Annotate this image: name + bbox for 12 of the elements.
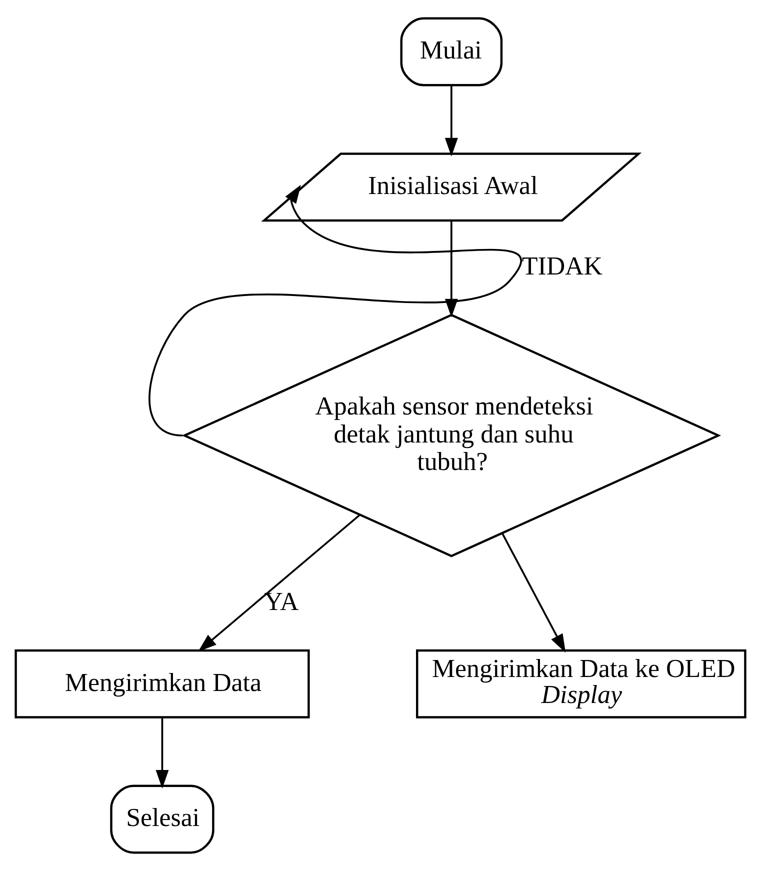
node-box: Mengirimkan Data [14,648,310,718]
node-box: Mulai [400,16,503,86]
node-box: Mengirimkan Data ke OLED Display [416,648,746,718]
arrow [198,514,360,652]
edge-label: TIDAK [522,251,603,280]
arrow [156,717,169,788]
node-diamond: Apakah sensor mendeteksi detak jantung dan suhu tubuh? [182,313,722,557]
node-box: Selesai [110,784,214,854]
edge-label: YA [264,586,299,616]
arrow [444,85,458,156]
arrow [501,532,566,652]
arrow [148,184,521,436]
